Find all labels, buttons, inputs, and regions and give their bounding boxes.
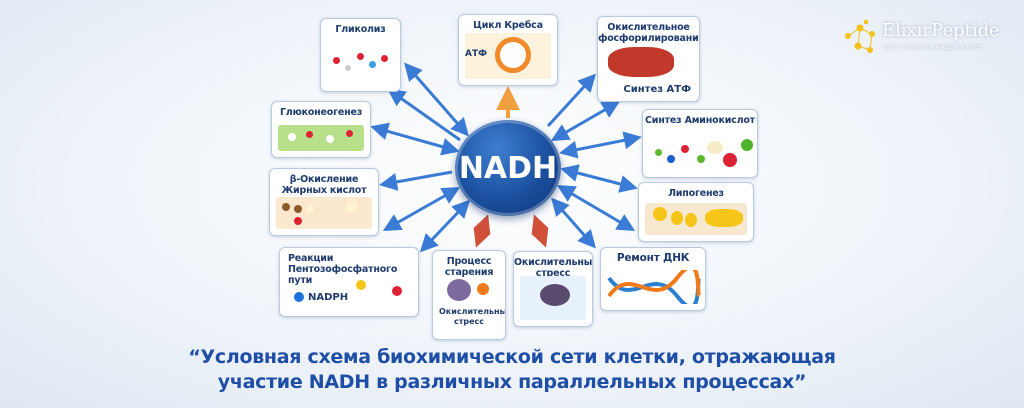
node-dna-repair: Ремонт ДНК — [600, 247, 706, 311]
atp-label: АТФ — [465, 49, 488, 59]
arrow-dna-repair — [551, 197, 596, 249]
arrow-beta-oxidation-2 — [382, 187, 461, 231]
arrow-lipogenesis — [560, 164, 638, 193]
node-amino-acids: Синтез Аминокислот — [642, 109, 758, 178]
node-lipogenesis: Липогенез — [638, 182, 754, 242]
node-title: Гликолиз — [335, 24, 386, 35]
node-oxidative-stress: Окислительный стресс — [513, 251, 593, 327]
node-title: β-Окисление Жирных кислот — [281, 174, 367, 196]
node-title: Цикл Кребса — [473, 20, 543, 31]
node-oxphos: Окислительное фосфорилирование Синтез АТ… — [597, 16, 700, 102]
caption-line-1: “Условная схема биохимической сети клетк… — [188, 346, 836, 368]
node-title: Ремонт ДНК — [616, 252, 690, 264]
node-title: Окислительный стресс — [514, 257, 593, 279]
dna-helix-illustration — [607, 265, 701, 309]
node-title: Реакции Пентозофосфатного пути — [288, 253, 398, 286]
node-title: Окислительное фосфорилирование — [598, 22, 700, 44]
logo-tagline: ЧУДО НАУКИ В КАЖДОЙ КАПЛЕ — [883, 45, 983, 51]
caption-line-2: участие NADH в различных параллельных пр… — [217, 371, 807, 393]
arrow-glycolysis — [404, 62, 469, 137]
arrow-oxidative-stress — [531, 214, 549, 248]
node-beta-oxidation: β-Окисление Жирных кислот — [269, 168, 379, 236]
arrow-pentose — [419, 199, 471, 253]
molecule-illustration — [278, 125, 364, 151]
atp-synthesis-label: Синтез АТФ — [623, 84, 691, 95]
arrow-amino-acids — [559, 131, 642, 159]
logo: ElixirPeptide ЧУДО НАУКИ В КАЖДОЙ КАПЛЕ — [842, 14, 1017, 60]
node-title: Глюконеогенез — [279, 107, 363, 118]
nadph-label: NADPH — [308, 292, 349, 303]
node-title: Липогенез — [668, 188, 724, 199]
mitochondria-illustration: Синтез АТФ — [604, 43, 693, 95]
logo-name: ElixirPeptide — [882, 20, 1000, 41]
node-title: Процесс старения — [444, 256, 494, 278]
fatty-acid-illustration — [276, 197, 372, 229]
lipid-illustration — [645, 203, 747, 235]
molecule-logo-icon — [845, 19, 875, 53]
krebs-cycle-illustration: АТФ — [465, 33, 551, 79]
node-gluconeogenesis: Глюконеогенез — [271, 101, 371, 158]
node-pentose: Реакции Пентозофосфатного пути NADPH — [279, 247, 419, 317]
nadh-center: NADH — [455, 120, 561, 216]
caption: “Условная схема биохимической сети клетк… — [0, 345, 1024, 395]
amino-acid-illustration — [649, 137, 753, 171]
cell-illustration: Окислительный стресс — [439, 277, 506, 333]
node-glycolysis: Гликолиз — [320, 18, 401, 92]
arrow-lipogenesis-2 — [556, 184, 636, 232]
node-title: Синтез Аминокислот — [645, 115, 755, 126]
molecule-illustration — [327, 43, 394, 85]
oxidative-stress-label: Окислительный стресс — [439, 307, 506, 326]
arrow-beta-oxidation — [379, 170, 453, 191]
molecule-illustration: NADPH — [286, 274, 412, 310]
stress-illustration — [520, 276, 586, 320]
node-krebs: Цикл Кребса АТФ — [458, 14, 558, 86]
arrow-aging — [473, 214, 491, 248]
arrow-gluconeogenesis — [370, 122, 460, 156]
node-aging: Процесс старения Окислительный стресс — [432, 250, 506, 340]
